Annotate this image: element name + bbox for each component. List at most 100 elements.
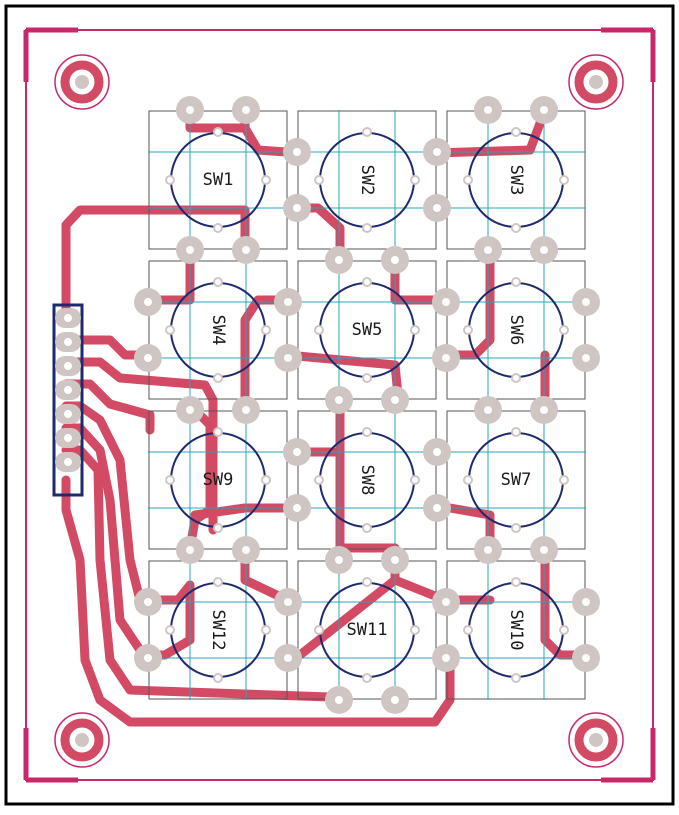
switch-via	[511, 523, 521, 533]
pad-hole	[582, 354, 590, 362]
switch-via	[213, 223, 223, 233]
pad-hole	[391, 556, 399, 564]
pad-hole	[284, 354, 292, 362]
mount-pad	[574, 718, 618, 762]
header-pin-hole	[64, 314, 72, 322]
pad-hole	[484, 246, 492, 254]
switch-via	[559, 625, 569, 635]
pad-hole	[335, 556, 343, 564]
mount-center	[75, 75, 89, 89]
switch-label: SW2	[357, 165, 377, 196]
pad-hole	[242, 106, 250, 114]
switch-box	[446, 110, 586, 250]
pad-hole	[293, 504, 301, 512]
switch-sw11: SW11	[297, 560, 437, 700]
switch-via	[410, 475, 420, 485]
trace-9	[445, 240, 495, 360]
pad-hole	[144, 354, 152, 362]
switch-via	[559, 475, 569, 485]
mount-ring	[54, 712, 110, 768]
pad-hole	[391, 396, 399, 404]
switch-box	[148, 110, 288, 250]
pin-header	[52, 303, 84, 497]
switch-sw5: SW5	[297, 260, 437, 400]
image-frame	[4, 4, 675, 806]
switch-sw7: SW7	[446, 410, 586, 550]
pad-hole	[442, 654, 450, 662]
pad-hole	[293, 448, 301, 456]
switch-via	[213, 523, 223, 533]
switch-sw3: SW3	[446, 110, 586, 250]
switch-via	[261, 325, 271, 335]
board-outline	[23, 27, 656, 783]
pad-hole	[186, 246, 194, 254]
switch-via	[463, 325, 473, 335]
trace-20	[61, 401, 145, 605]
switch-via	[314, 625, 324, 635]
header-pin-hole	[64, 362, 72, 370]
switch-via	[314, 325, 324, 335]
switch-via	[511, 223, 521, 233]
switch-via	[511, 277, 521, 287]
pad-hole	[186, 106, 194, 114]
switch-box	[297, 260, 437, 400]
switch-via	[314, 175, 324, 185]
pad-hole	[186, 406, 194, 414]
pad-hole	[433, 148, 441, 156]
switch-via	[511, 427, 521, 437]
mount-center	[589, 733, 603, 747]
header-outline	[52, 303, 84, 497]
mount-pad	[60, 60, 104, 104]
switch-sw8: SW8	[297, 410, 437, 550]
switch-via	[511, 577, 521, 587]
switch-box	[148, 560, 288, 700]
pad-hole	[335, 256, 343, 264]
switch-via	[559, 325, 569, 335]
switch-label: SW5	[352, 320, 383, 340]
switch-via	[362, 223, 372, 233]
switch-via	[213, 373, 223, 383]
trace-23	[61, 475, 455, 727]
pad-hole	[442, 354, 450, 362]
switch-via	[559, 175, 569, 185]
switch-via	[410, 325, 420, 335]
switch-box	[297, 410, 437, 550]
switch-via	[511, 127, 521, 137]
pad-hole	[540, 106, 548, 114]
mount-pad	[574, 60, 618, 104]
pad-hole	[540, 546, 548, 554]
switch-via	[213, 277, 223, 287]
switch-box	[148, 410, 288, 550]
switch-via	[362, 127, 372, 137]
mounting-hole-2	[568, 54, 624, 110]
pad-hole	[293, 148, 301, 156]
switch-sw2: SW2	[297, 110, 437, 250]
switch-label: SW6	[506, 315, 526, 346]
trace-22	[61, 445, 335, 702]
pad-hole	[242, 546, 250, 554]
mount-center	[589, 75, 603, 89]
switch-via	[410, 625, 420, 635]
switch-via	[362, 277, 372, 287]
mount-ring	[54, 54, 110, 110]
switch-via	[314, 475, 324, 485]
pad-hole	[242, 406, 250, 414]
switch-box	[297, 560, 437, 700]
pad-hole	[335, 696, 343, 704]
switch-via	[362, 577, 372, 587]
mounting-hole-3	[54, 712, 110, 768]
switch-label: SW12	[208, 610, 228, 651]
switch-sw12: SW12	[148, 560, 288, 700]
switch-via	[362, 373, 372, 383]
mounting-hole-4	[568, 712, 624, 768]
mount-ring	[568, 712, 624, 768]
pad-hole	[144, 598, 152, 606]
switch-sw1: SW1	[148, 110, 288, 250]
switch-via	[511, 673, 521, 683]
pad-hole	[335, 396, 343, 404]
switch-via	[165, 175, 175, 185]
switch-label: SW7	[501, 470, 532, 490]
